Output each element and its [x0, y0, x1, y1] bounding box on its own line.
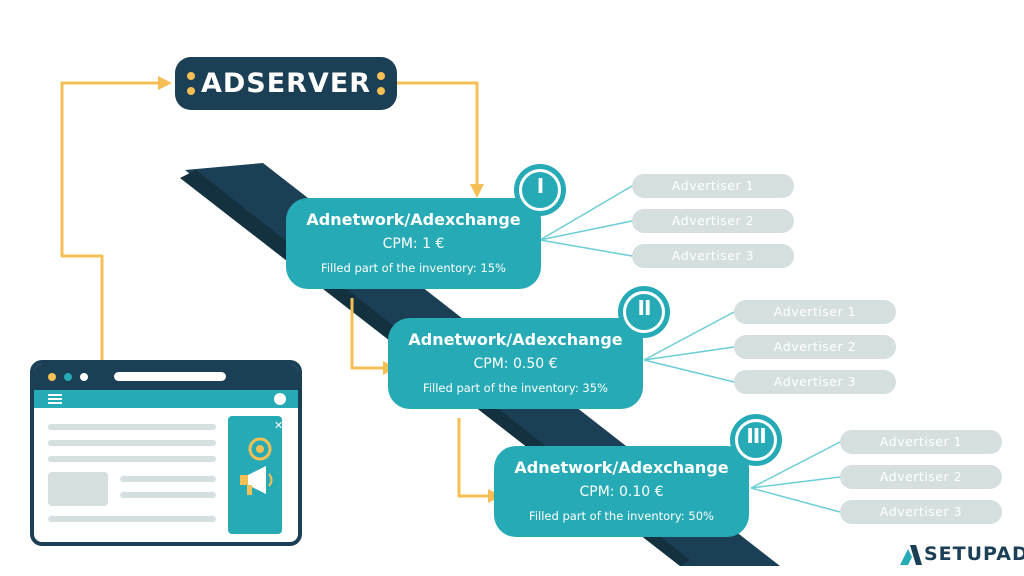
window-dot — [48, 373, 56, 381]
network-box-2: Adnetwork/Adexchange CPM: 0.50 € Filled … — [388, 318, 643, 409]
browser-window: ✕ — [30, 360, 302, 546]
advertiser-pill: Advertiser 3 — [632, 244, 794, 268]
text-line — [48, 424, 216, 430]
adserver-label: ADSERVER — [200, 68, 372, 99]
text-line — [48, 456, 216, 462]
badge-roman: III — [746, 424, 766, 448]
profile-dot — [274, 393, 286, 405]
url-bar — [114, 372, 226, 381]
badge-1: I — [514, 164, 566, 216]
network-box-1: Adnetwork/Adexchange CPM: 1 € Filled par… — [286, 198, 541, 289]
badge-3: III — [730, 414, 782, 466]
arrow-network2-to-network3 — [457, 418, 490, 498]
network-box-3: Adnetwork/Adexchange CPM: 0.10 € Filled … — [494, 446, 749, 537]
text-line — [48, 440, 216, 446]
text-line — [48, 516, 216, 522]
network-filled: Filled part of the inventory: 35% — [423, 381, 608, 395]
advertiser-pill: Advertiser 2 — [734, 335, 896, 359]
adserver-dot — [187, 87, 195, 95]
adserver-dot — [377, 72, 385, 80]
network-filled: Filled part of the inventory: 50% — [529, 509, 714, 523]
network-title: Adnetwork/Adexchange — [514, 458, 729, 477]
network-filled: Filled part of the inventory: 15% — [321, 261, 506, 275]
badge-roman: II — [637, 296, 652, 320]
adserver-dot — [377, 87, 385, 95]
network-cpm: CPM: 1 € — [382, 236, 445, 252]
text-line — [120, 476, 216, 482]
image-placeholder — [48, 472, 108, 506]
logo-text: SETUPAD — [924, 543, 1024, 565]
text-line — [120, 492, 216, 498]
advertiser-pill: Advertiser 1 — [734, 300, 896, 324]
arrow-adserver-to-network1 — [397, 81, 479, 186]
megaphone-icon — [240, 466, 273, 495]
cursor-target-icon — [248, 437, 272, 461]
network-cpm: CPM: 0.10 € — [579, 484, 664, 500]
arrow-network1-to-network2 — [350, 298, 385, 370]
advertiser-pill: Advertiser 1 — [840, 430, 1002, 454]
close-icon: ✕ — [274, 419, 284, 432]
advertiser-pill: Advertiser 2 — [632, 209, 794, 233]
browser-nav — [34, 390, 298, 408]
badge-roman: I — [536, 174, 544, 198]
network-title: Adnetwork/Adexchange — [408, 330, 623, 349]
setupad-logo-mark — [900, 545, 922, 565]
advertiser-pill: Advertiser 2 — [840, 465, 1002, 489]
network-cpm: CPM: 0.50 € — [473, 356, 558, 372]
adserver-box: ADSERVER — [175, 57, 397, 110]
window-dot — [64, 373, 72, 381]
browser-titlebar — [34, 364, 298, 390]
advertiser-pill: Advertiser 3 — [734, 370, 896, 394]
advertiser-pill: Advertiser 1 — [632, 174, 794, 198]
window-dot — [80, 373, 88, 381]
badge-2: II — [618, 286, 670, 338]
advertiser-pill: Advertiser 3 — [840, 500, 1002, 524]
adserver-dot — [187, 72, 195, 80]
network-title: Adnetwork/Adexchange — [306, 210, 521, 229]
